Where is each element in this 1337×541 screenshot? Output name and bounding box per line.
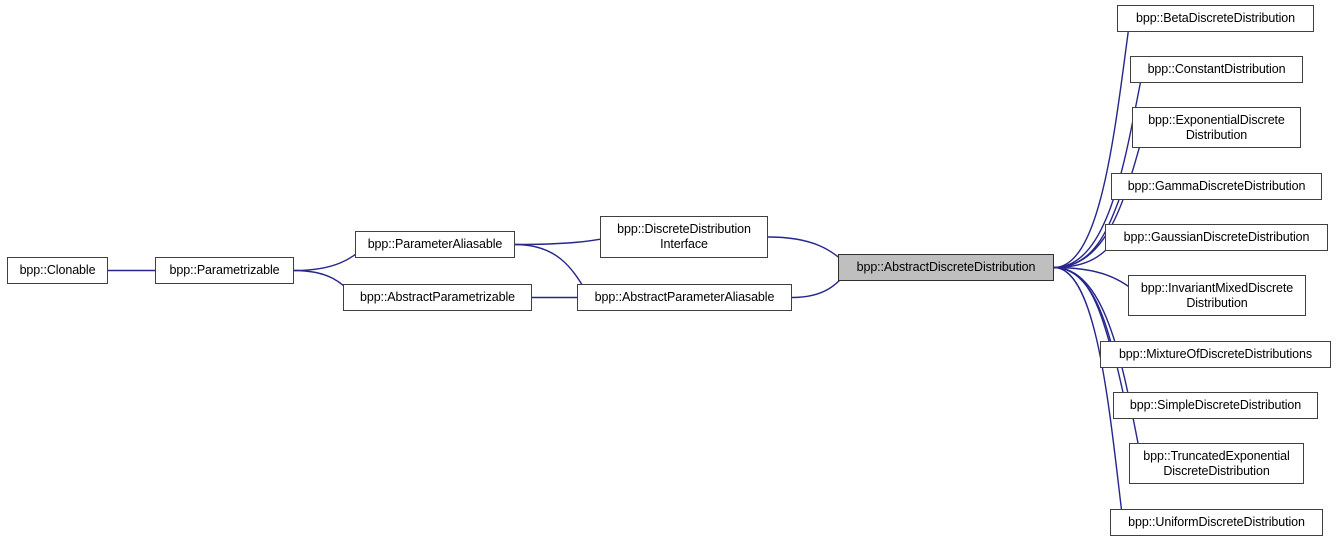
class-node-abstract-parameter-aliasable[interactable]: bpp::AbstractParameterAliasable	[577, 284, 792, 311]
inheritance-edge-parameter-aliasable-to-discrete-distribution-interface	[514, 231, 614, 246]
class-node-label: bpp::BetaDiscreteDistribution	[1136, 11, 1295, 25]
inheritance-edge-abstract-discrete-distribution-to-simple-discrete-distribution	[1053, 266, 1127, 412]
class-node-gamma-discrete-distribution[interactable]: bpp::GammaDiscreteDistribution	[1111, 173, 1322, 200]
class-node-label: bpp::Clonable	[19, 263, 96, 277]
class-node-abstract-parametrizable[interactable]: bpp::AbstractParametrizable	[343, 284, 532, 311]
class-node-discrete-distribution-interface[interactable]: bpp::DiscreteDistribution Interface	[600, 216, 768, 258]
class-node-gaussian-discrete-distribution[interactable]: bpp::GaussianDiscreteDistribution	[1105, 224, 1328, 251]
class-node-label: bpp::ConstantDistribution	[1147, 62, 1286, 76]
class-node-exponential-discrete-distribution[interactable]: bpp::ExponentialDiscrete Distribution	[1132, 107, 1301, 148]
class-node-mixture-of-discrete-distributions[interactable]: bpp::MixtureOfDiscreteDistributions	[1100, 341, 1331, 368]
class-node-label: bpp::GaussianDiscreteDistribution	[1123, 230, 1310, 244]
class-node-label: bpp::AbstractDiscreteDistribution	[856, 260, 1036, 274]
class-node-abstract-discrete-distribution[interactable]: bpp::AbstractDiscreteDistribution	[838, 254, 1054, 281]
class-node-beta-discrete-distribution[interactable]: bpp::BetaDiscreteDistribution	[1117, 5, 1314, 32]
class-node-label: bpp::UniformDiscreteDistribution	[1128, 515, 1305, 529]
class-node-parametrizable[interactable]: bpp::Parametrizable	[155, 257, 294, 284]
class-node-constant-distribution[interactable]: bpp::ConstantDistribution	[1130, 56, 1303, 83]
class-node-invariant-mixed-discrete-distribution[interactable]: bpp::InvariantMixedDiscrete Distribution	[1128, 275, 1306, 316]
class-node-uniform-discrete-distribution[interactable]: bpp::UniformDiscreteDistribution	[1110, 509, 1323, 536]
class-node-clonable[interactable]: bpp::Clonable	[7, 257, 108, 284]
class-node-label: bpp::ParameterAliasable	[367, 237, 503, 251]
class-node-label: bpp::TruncatedExponential DiscreteDistri…	[1143, 448, 1290, 478]
class-node-parameter-aliasable[interactable]: bpp::ParameterAliasable	[355, 231, 515, 258]
class-node-truncated-exponential-discrete-distribution[interactable]: bpp::TruncatedExponential DiscreteDistri…	[1129, 443, 1304, 484]
class-node-label: bpp::SimpleDiscreteDistribution	[1129, 398, 1302, 412]
class-node-label: bpp::MixtureOfDiscreteDistributions	[1118, 347, 1313, 361]
class-node-label: bpp::AbstractParameterAliasable	[594, 290, 775, 304]
class-node-label: bpp::Parametrizable	[169, 263, 280, 277]
class-node-label: bpp::GammaDiscreteDistribution	[1127, 179, 1306, 193]
class-node-label: bpp::DiscreteDistribution Interface	[617, 222, 751, 251]
class-node-label: bpp::ExponentialDiscrete Distribution	[1148, 112, 1285, 142]
class-node-simple-discrete-distribution[interactable]: bpp::SimpleDiscreteDistribution	[1113, 392, 1318, 419]
class-node-label: bpp::InvariantMixedDiscrete Distribution	[1140, 280, 1294, 310]
class-node-label: bpp::AbstractParametrizable	[359, 290, 515, 304]
